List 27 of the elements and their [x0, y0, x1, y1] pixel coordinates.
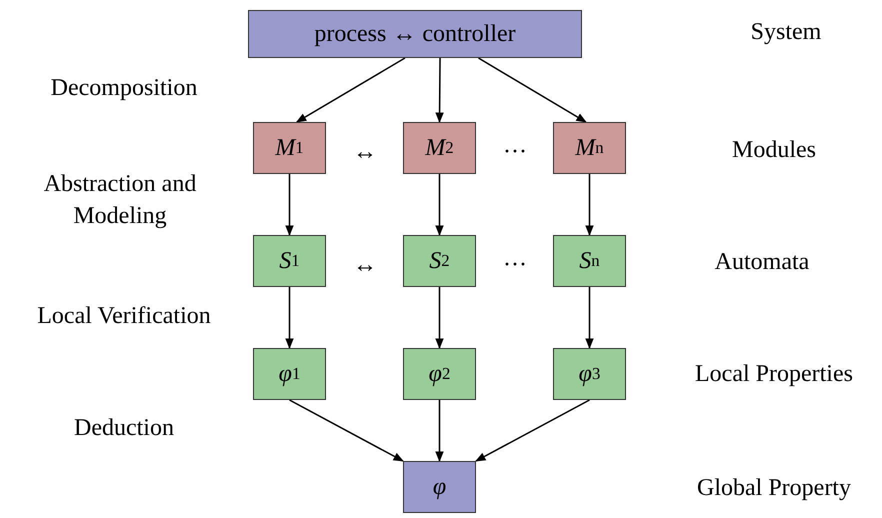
system-box: φ: [403, 461, 476, 513]
bidirectional-symbol: ↔: [352, 251, 378, 280]
step-label: Deduction: [73, 414, 175, 443]
layer-label: Global Property: [696, 474, 852, 503]
arrow: [478, 57, 587, 123]
step-label: Local Verification: [36, 302, 212, 331]
arrow: [585, 174, 594, 236]
ellipsis: ···: [502, 138, 528, 167]
layer-label: Automata: [714, 248, 810, 277]
ellipsis: ···: [502, 251, 528, 280]
arrow: [585, 287, 594, 350]
step-label: Abstraction and Modeling: [42, 170, 198, 232]
arrow: [285, 174, 294, 236]
arrow: [285, 287, 294, 350]
arrow: [296, 57, 406, 123]
layer-label: System: [750, 18, 822, 47]
arrow: [435, 400, 444, 462]
arrow: [435, 174, 444, 236]
arrow: [435, 58, 444, 124]
arrow: [289, 399, 404, 462]
bidirectional-symbol: ↔: [352, 138, 378, 167]
system-box: process ↔ controller: [248, 10, 582, 58]
layer-label: Modules: [731, 136, 817, 165]
arrow: [475, 399, 590, 462]
arrow: [435, 287, 444, 350]
layer-label: Local Properties: [694, 360, 854, 389]
step-label: Decomposition: [50, 74, 198, 103]
